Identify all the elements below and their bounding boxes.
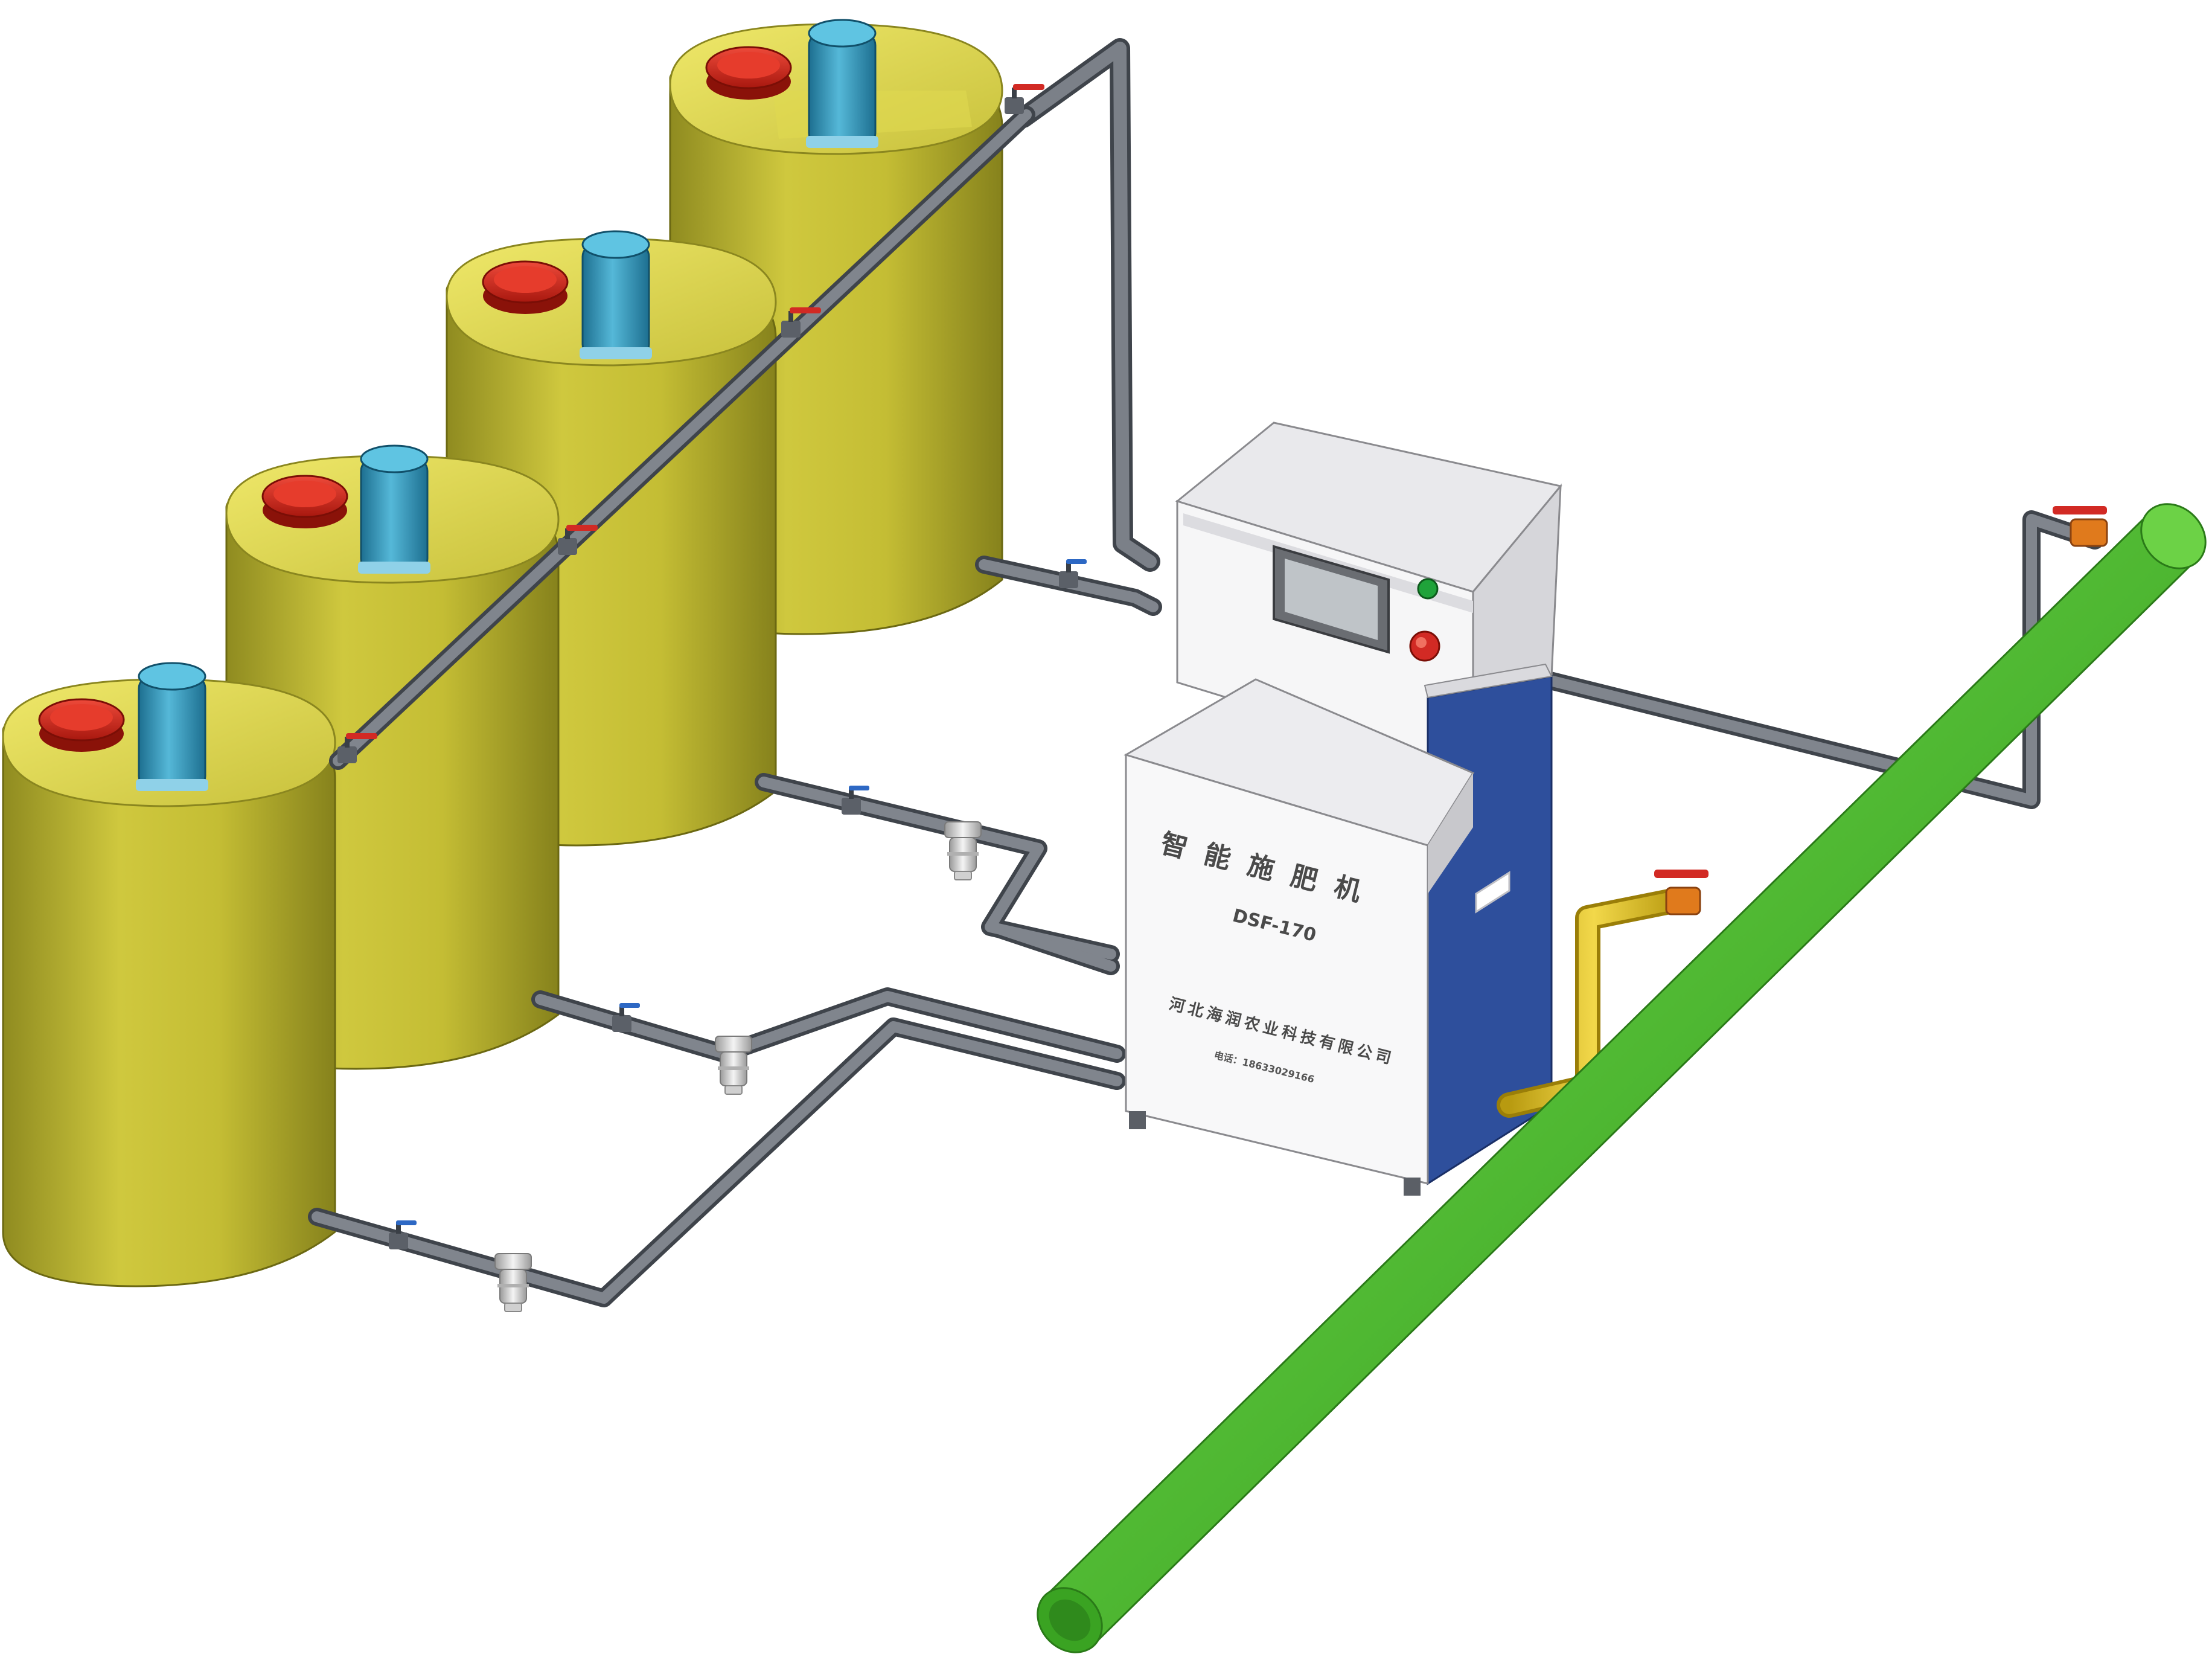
tank-lid-1 (38, 698, 125, 752)
touch-screen[interactable] (1273, 545, 1390, 654)
supply-header-pipe (1013, 38, 1160, 572)
mixer-motor-1 (136, 662, 208, 791)
tank-lid-3 (482, 260, 569, 314)
outlet-filters (494, 821, 982, 1312)
fertigation-machine: 智能施肥机 DSF-170 河北海润农业科技有限公司 电话：1863302916… (1124, 421, 1562, 1196)
injection-feed-pipe (1497, 887, 1691, 1118)
outlet-pipes (308, 556, 1162, 1307)
tank-lid-2 (261, 475, 348, 528)
mixer-motor-3 (580, 230, 652, 359)
injection-valve (1654, 870, 1709, 915)
mixer-motor-2 (358, 444, 430, 574)
fertilizer-tank-1 (2, 662, 336, 1287)
water-inlet-header (329, 106, 1035, 770)
main-irrigation-pipe (1037, 503, 2207, 1653)
start-indicator-light[interactable] (1417, 578, 1439, 600)
tank-lid-4 (705, 46, 792, 100)
stop-button[interactable] (1409, 630, 1440, 662)
mixer-motor-4 (806, 19, 878, 148)
cabinet-handle[interactable] (1475, 871, 1510, 914)
discharge-valve (2053, 506, 2108, 547)
